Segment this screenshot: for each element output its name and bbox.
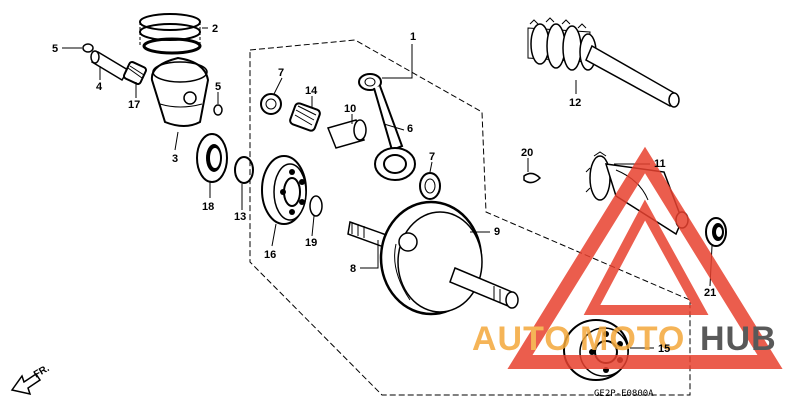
radial-bearing-left[interactable] (261, 155, 307, 225)
callout-5-left: 5 (52, 43, 58, 55)
diagram-code: GE2P-E0800A (594, 389, 654, 399)
oil-seal-left[interactable] (196, 133, 228, 183)
callout-16: 16 (264, 249, 276, 261)
callout-1: 1 (410, 31, 416, 43)
callout-15: 15 (658, 343, 670, 355)
callout-2: 2 (212, 23, 218, 35)
front-label: FR. (32, 363, 52, 381)
watermark-part2: MOTO (580, 320, 685, 358)
callout-17: 17 (128, 99, 140, 111)
callout-5-right: 5 (215, 81, 221, 93)
piston-pin-clip-left[interactable] (82, 43, 94, 53)
callout-4: 4 (96, 81, 103, 93)
callout-18: 18 (202, 201, 214, 213)
piston[interactable] (150, 56, 210, 127)
callout-14: 14 (305, 85, 318, 97)
callout-11: 11 (654, 158, 666, 170)
assembly-boundary (249, 39, 691, 396)
callout-labels: 1 2 3 4 5 5 6 7 7 8 9 10 11 12 13 14 15 … (52, 23, 716, 355)
circlip-19[interactable] (309, 195, 323, 217)
thrust-washer-lower[interactable] (419, 172, 441, 200)
needle-bearing-small[interactable] (123, 61, 147, 85)
callout-9: 9 (494, 226, 500, 238)
front-direction-indicator: FR. (10, 363, 52, 396)
countershaft-12[interactable] (527, 17, 680, 108)
needle-bearing-14[interactable] (289, 102, 321, 132)
woodruff-key[interactable] (523, 172, 542, 184)
watermark-triangle-icon (507, 146, 783, 369)
crankshaft[interactable] (347, 200, 519, 316)
callout-8: 8 (350, 263, 356, 275)
watermark-part1: AUTO (472, 320, 572, 358)
crank-pin[interactable] (326, 119, 367, 149)
callout-19: 19 (305, 237, 317, 249)
callout-10: 10 (344, 103, 356, 115)
watermark-logo: AUTO MOTO HUB (472, 146, 783, 369)
front-arrow-icon (10, 372, 42, 396)
bearing-21[interactable] (705, 217, 727, 247)
callout-6: 6 (407, 123, 413, 135)
callout-21: 21 (704, 287, 716, 299)
callout-7-lower: 7 (429, 151, 435, 163)
callout-7-upper: 7 (278, 67, 284, 79)
callout-20: 20 (521, 147, 533, 159)
piston-rings[interactable] (139, 13, 202, 55)
oring-13[interactable] (234, 156, 254, 184)
watermark-part3: HUB (700, 320, 777, 358)
callout-12: 12 (569, 97, 581, 109)
connecting-rod[interactable] (358, 73, 416, 181)
callout-13: 13 (234, 211, 246, 223)
piston-pin[interactable] (90, 50, 130, 82)
thrust-washer-upper[interactable] (260, 93, 282, 115)
callout-3: 3 (172, 153, 178, 165)
piston-pin-clip-right[interactable] (213, 104, 223, 116)
